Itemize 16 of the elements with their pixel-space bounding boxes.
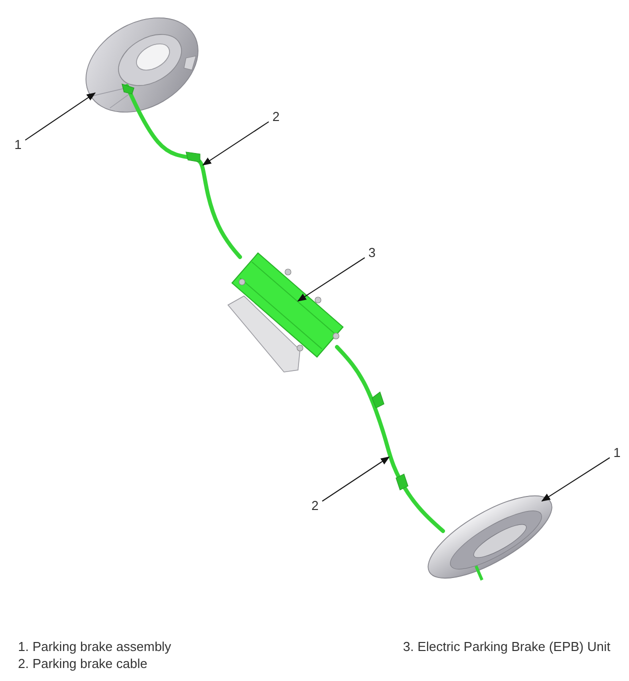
brake-backing-plate [428,495,552,581]
leader-line [202,121,270,166]
parts-list-item: 1. Parking brake assembly [18,638,172,655]
callout-number: 1 [611,445,623,461]
leader-line [322,456,390,502]
callout-number: 2 [270,109,282,125]
brake-cable [335,345,445,533]
parts-list-item: 3. Electric Parking Brake (EPB) Unit [403,638,610,655]
brake-cable [122,84,242,259]
parts-list-item: 2. Parking brake cable [18,655,148,672]
callout-number: 3 [366,245,378,261]
callout-number: 2 [309,498,321,514]
leader-line [24,92,96,141]
leader-line [541,457,610,502]
callout-number: 1 [12,137,24,153]
brake-backing-plate [86,17,198,113]
